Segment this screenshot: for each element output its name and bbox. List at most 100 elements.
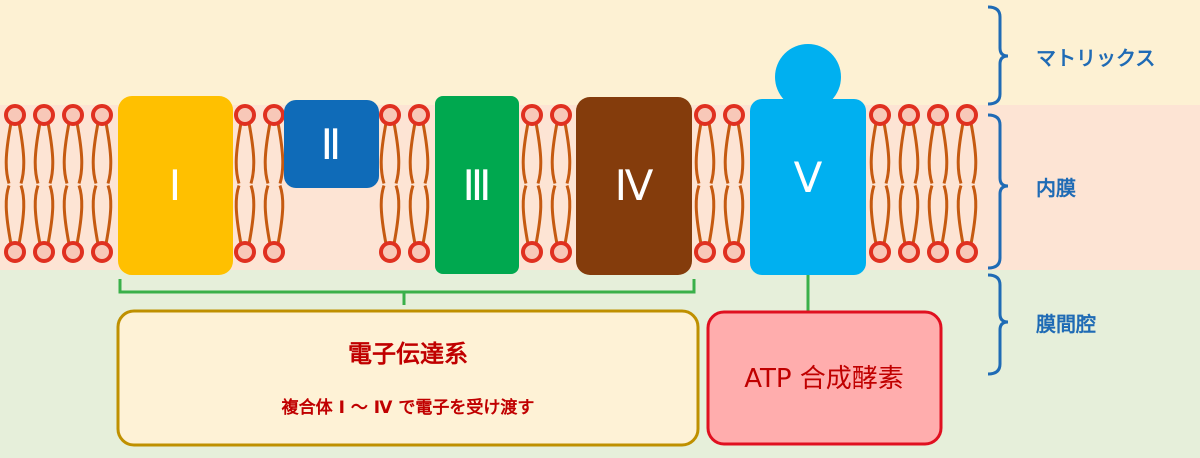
lipid-tail [723,122,732,184]
lipid-pair [234,104,256,263]
inner-membrane-label: 内膜 [1036,176,1076,200]
intermembrane-space-label: 膜間腔 [1035,312,1096,336]
lipid-tail [421,185,430,245]
lipid-head [234,104,256,126]
complex-I [118,96,233,275]
lipid-head [91,104,113,126]
lipid-tail [263,185,272,245]
lipid-head [379,241,401,263]
matrix-region [0,0,1200,105]
lipid-tail [911,185,920,245]
atp-synthase-box [706,310,943,446]
lipid-head [956,241,978,263]
complex-IV [576,97,692,275]
complex-III-label: Ⅲ [463,161,492,210]
lipid-tail [276,185,285,245]
lipid-head [379,104,401,126]
lipid-tail [736,122,745,184]
lipid-tail [927,185,936,245]
lipid-pair [723,104,745,263]
lipid-tail [956,185,965,245]
lipid-pair [550,104,572,263]
lipid-tail [882,122,891,184]
lipid-tail [75,122,84,184]
lipid-tail [234,185,243,245]
lipid-head [521,104,543,126]
lipid-pair [33,104,55,263]
lipid-tail [898,122,907,184]
lipid-tail [940,185,949,245]
lipid-tail [550,122,559,184]
lipid-head [927,241,949,263]
lipid-head [263,104,285,126]
lipid-tail [534,185,543,245]
complex-V-head [775,44,841,110]
lipid-tail [276,122,285,184]
lipid-tail [869,122,878,184]
lipid-tail [62,185,71,245]
lipid-tail [46,122,55,184]
lipid-head [869,241,891,263]
lipid-head [898,241,920,263]
lipid-head [91,241,113,263]
lipid-pair [379,104,401,263]
lipid-tail [392,122,401,184]
lipid-tail [694,185,703,245]
lipid-tail [550,185,559,245]
lipid-head [869,104,891,126]
lipid-tail [521,122,530,184]
lipid-head [408,241,430,263]
lipid-tail [408,185,417,245]
lipid-pair [694,104,716,263]
lipid-pair [4,104,26,263]
lipid-head [723,241,745,263]
lipid-tail [563,185,572,245]
complex-V-label: Ⅴ [794,153,823,202]
etc-title: 電子伝達系 [348,340,468,368]
etc-subtitle: 複合体 Ⅰ ～ Ⅳ で電子を受け渡す [281,397,535,418]
lipid-pair [521,104,543,263]
lipid-pair [898,104,920,263]
lipid-head [4,241,26,263]
lipid-tail [563,122,572,184]
lipid-tail [694,122,703,184]
lipid-head [234,241,256,263]
lipid-tail [534,122,543,184]
lipid-bilayer [4,104,978,263]
lipid-pair [927,104,949,263]
lipid-tail [4,185,13,245]
lipid-tail [263,122,272,184]
lipid-pair [408,104,430,263]
lipid-tail [62,122,71,184]
atp-synthase-label: ATP 合成酵素 [744,364,904,394]
lipid-head [723,104,745,126]
lipid-tail [707,185,716,245]
lipid-tail [234,122,243,184]
lipid-head [898,104,920,126]
complex-V [750,99,866,275]
lipid-head [4,104,26,126]
lipid-head [694,104,716,126]
complex-I-label: Ⅰ [169,161,181,210]
lipid-tail [882,185,891,245]
lipid-pair [91,104,113,263]
lipid-tail [392,185,401,245]
lipid-head [521,241,543,263]
lipid-tail [33,185,42,245]
lipid-tail [911,122,920,184]
lipid-head [62,241,84,263]
lipid-tail [104,185,113,245]
lipid-head [550,104,572,126]
lipid-tail [46,185,55,245]
complex-II-label: Ⅱ [321,120,342,169]
lipid-tail [898,185,907,245]
lipid-tail [940,122,949,184]
lipid-tail [707,122,716,184]
lipid-pair [62,104,84,263]
lipid-head [33,104,55,126]
etc-box [116,309,700,447]
lipid-tail [247,122,256,184]
lipid-tail [91,185,100,245]
lipid-head [956,104,978,126]
